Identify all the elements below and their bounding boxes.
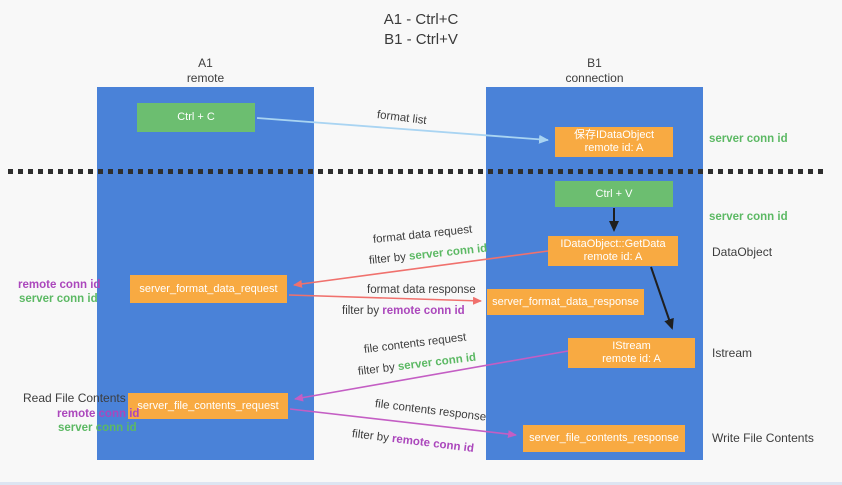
label-format-data-response: format data response: [367, 284, 476, 296]
label-read-file-contents: Read File Contents: [23, 391, 126, 405]
label-filter-by-server-conn-id-1: filter by server conn id: [368, 243, 487, 267]
label-format-data-request: format data request: [372, 223, 473, 246]
node-save-idataobject-line1: 保存IDataObject: [573, 129, 655, 141]
node-server-file-contents-request: server_file_contents_request: [128, 393, 288, 419]
node-server-format-data-request-label: server_format_data_request: [139, 282, 278, 295]
lane-b-header: B1 connection: [486, 56, 703, 86]
node-server-format-data-request: server_format_data_request: [130, 275, 287, 303]
label-left-remote-conn-id-top: remote conn id: [18, 279, 101, 291]
node-save-idataobject-line2: remote id: A: [584, 142, 644, 154]
label-file-contents-response: file contents response: [374, 398, 487, 424]
remote-conn-id-text: remote conn id: [382, 305, 465, 317]
lane-a-subtitle: remote: [186, 71, 225, 85]
label-right-server-conn-id-mid: server conn id: [709, 211, 788, 223]
remote-conn-id-text: remote conn id: [391, 432, 475, 455]
filter-by-text: filter by: [351, 428, 393, 445]
node-idataobject-getdata-line1: IDataObject::GetData: [560, 238, 666, 250]
label-format-list: format list: [376, 109, 428, 128]
bottom-divider: [0, 482, 842, 485]
phase-separator-dotted-line: [8, 169, 828, 174]
node-server-file-contents-response-label: server_file_contents_response: [529, 432, 679, 444]
node-idataobject-getdata: IDataObject::GetData remote id: A: [548, 236, 678, 266]
node-istream-line2: remote id: A: [602, 353, 661, 365]
label-left-server-conn-id-top: server conn id: [19, 293, 98, 305]
filter-by-text: filter by: [368, 250, 410, 267]
filter-by-text: filter by: [357, 361, 399, 378]
node-ctrl-v: Ctrl + V: [555, 181, 673, 207]
node-server-file-contents-response: server_file_contents_response: [523, 425, 685, 452]
node-ctrl-v-label: Ctrl + V: [595, 187, 633, 200]
node-istream-line1: IStream: [612, 340, 651, 352]
lane-a-name: A1: [198, 56, 213, 70]
title-line-1: A1 - Ctrl+C: [383, 11, 459, 28]
label-write-file-contents: Write File Contents: [712, 431, 814, 445]
label-right-server-conn-id-top: server conn id: [709, 133, 788, 145]
node-ctrl-c: Ctrl + C: [137, 103, 255, 132]
lane-b-name: B1: [587, 56, 602, 70]
node-server-format-data-response-label: server_format_data_response: [492, 295, 639, 308]
label-filter-by-remote-conn-id-2: filter by remote conn id: [351, 428, 474, 455]
label-dataobject: DataObject: [712, 245, 773, 259]
lane-b-subtitle: connection: [565, 71, 624, 85]
node-ctrl-c-label: Ctrl + C: [177, 111, 215, 123]
label-file-contents-request: file contents request: [363, 331, 467, 356]
title-line-2: B1 - Ctrl+V: [384, 31, 458, 48]
node-server-file-contents-request-label: server_file_contents_request: [137, 399, 279, 412]
lane-a-header: A1 remote: [97, 56, 314, 86]
diagram-title: A1 - Ctrl+C B1 - Ctrl+V: [0, 10, 842, 50]
node-istream: IStream remote id: A: [568, 338, 695, 368]
server-conn-id-text: server conn id: [397, 351, 477, 374]
label-left-remote-conn-id-bottom: remote conn id: [57, 408, 140, 420]
node-save-idataobject: 保存IDataObject remote id: A: [555, 127, 673, 157]
server-conn-id-text: server conn id: [408, 242, 488, 263]
label-filter-by-server-conn-id-2: filter by server conn id: [357, 352, 476, 378]
node-server-format-data-response: server_format_data_response: [487, 289, 644, 315]
label-left-server-conn-id-bottom: server conn id: [58, 422, 137, 434]
filter-by-text: filter by: [342, 305, 383, 317]
label-istream: Istream: [712, 346, 753, 360]
label-filter-by-remote-conn-id-1: filter by remote conn id: [342, 305, 465, 317]
node-idataobject-getdata-line2: remote id: A: [583, 251, 643, 263]
